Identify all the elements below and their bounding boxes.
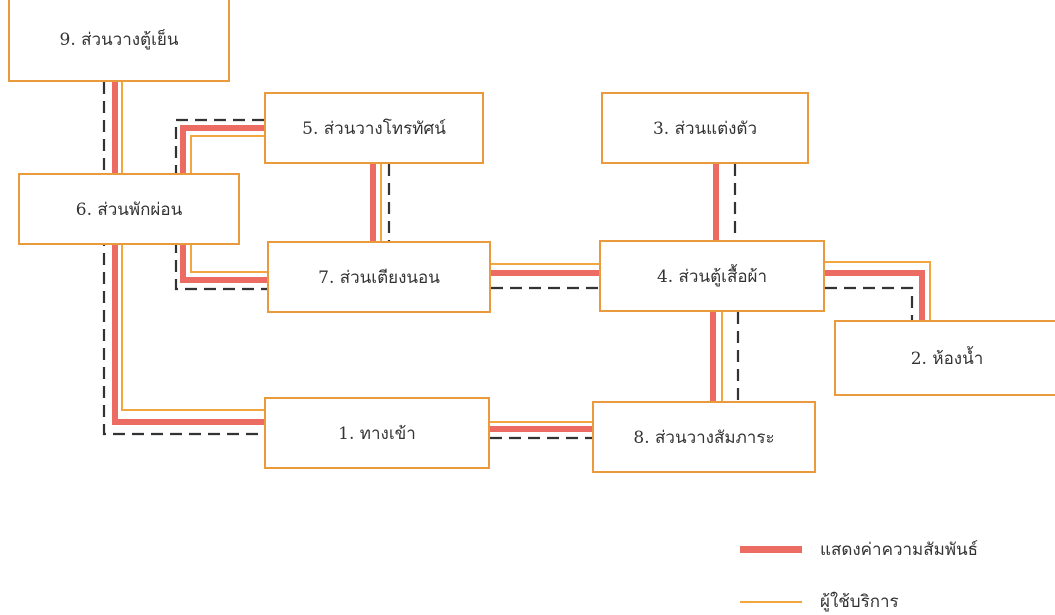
- legend-relationship-swatch: [740, 546, 802, 553]
- link-television-bed: [370, 164, 391, 241]
- zone-label: 4. ส่วนตู้เสื้อผ้า: [656, 266, 768, 287]
- zone-relaxing: 6. ส่วนพักผ่อน: [18, 173, 240, 245]
- relationship-line: [112, 82, 264, 425]
- legend-relationship-label: แสดงค่าความสัมพันธ์: [820, 540, 979, 560]
- legend-user-swatch: [740, 600, 802, 603]
- zone-label: 8. ส่วนวางสัมภาระ: [633, 427, 775, 448]
- zone-label: 3. ส่วนแต่งตัว: [652, 118, 758, 139]
- link-wardrobe-bathroom: [825, 261, 931, 320]
- zone-label: 7. ส่วนเตียงนอน: [318, 267, 440, 288]
- zone-luggage: 8. ส่วนวางสัมภาระ: [592, 401, 816, 473]
- link-dressing-wardrobe: [713, 164, 737, 240]
- user-line: [121, 82, 264, 411]
- zone-entrance: 1. ทางเข้า: [264, 397, 490, 469]
- zone-television: 5. ส่วนวางโทรทัศน์: [264, 92, 484, 164]
- link-entrance-luggage: [490, 421, 592, 440]
- relationship-line: [825, 270, 925, 320]
- zone-dressing: 3. ส่วนแต่งตัว: [601, 92, 809, 164]
- zone-label: 1. ทางเข้า: [338, 423, 416, 444]
- legend-relationship: แสดงค่าความสัมพันธ์: [740, 536, 978, 563]
- link-bed-wardrobe: [491, 263, 599, 290]
- legend-user-label: ผู้ใช้บริการ: [820, 592, 899, 612]
- staff-dashed-line: [825, 286, 914, 320]
- zone-refrigerator: 9. ส่วนวางตู้เย็น: [8, 0, 230, 82]
- zone-wardrobe: 4. ส่วนตู้เสื้อผ้า: [599, 240, 825, 312]
- zone-label: 5. ส่วนวางโทรทัศน์: [302, 118, 446, 139]
- zone-label: 9. ส่วนวางตู้เย็น: [59, 29, 179, 50]
- zone-bed: 7. ส่วนเตียงนอน: [267, 241, 491, 313]
- zone-bathroom: 2. ห้องน้ำ: [834, 320, 1055, 396]
- zone-label: 6. ส่วนพักผ่อน: [75, 199, 183, 220]
- zone-label: 2. ห้องน้ำ: [910, 348, 984, 369]
- user-line: [825, 261, 931, 320]
- legend-user: ผู้ใช้บริการ: [740, 588, 899, 615]
- link-wardrobe-luggage: [710, 312, 740, 401]
